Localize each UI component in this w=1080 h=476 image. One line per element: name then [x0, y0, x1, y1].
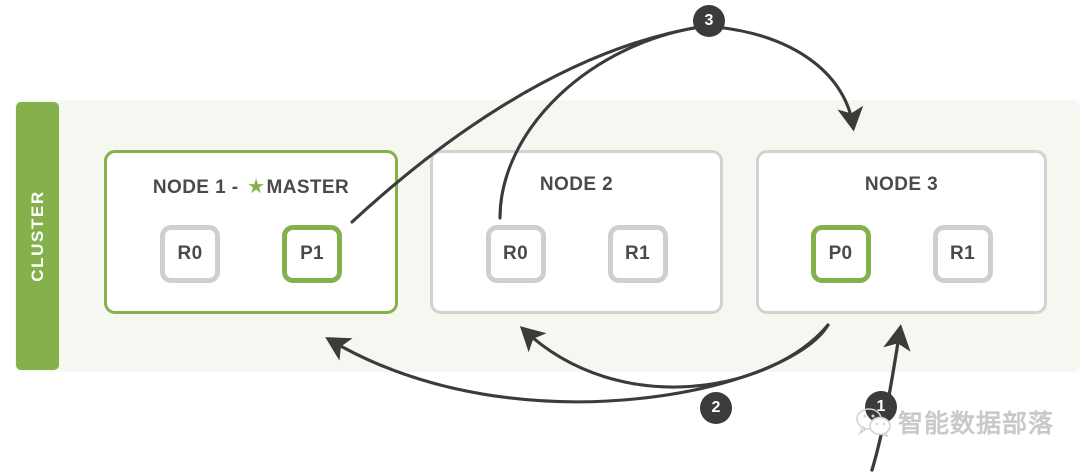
node-title-node-1: NODE 1 - ★MASTER — [107, 174, 395, 199]
watermark-text: 智能数据部落 — [898, 410, 1055, 438]
node-title-text-node-2: NODE 2 — [539, 174, 614, 195]
node-title-node-3: NODE 3 — [759, 174, 1044, 196]
node-title-node-2: NODE 2 — [433, 174, 720, 196]
arrow-step2-to-node1 — [325, 323, 830, 404]
arrow-step2-to-node2 — [519, 323, 830, 389]
shard-node-3-0[interactable]: P0 — [810, 225, 871, 283]
wechat-icon — [856, 408, 891, 437]
shard-node-3-1[interactable]: R1 — [932, 225, 993, 283]
shard-node-2-0[interactable]: R0 — [485, 225, 546, 283]
shard-node-1-1[interactable]: P1 — [282, 225, 342, 283]
step-badge-2[interactable]: 2 — [701, 393, 731, 423]
node-box-node-3[interactable]: NODE 3 P0 R1 — [756, 150, 1047, 314]
step-badge-3[interactable]: 3 — [694, 6, 724, 36]
arrow-step3-from-node1 — [350, 24, 708, 224]
shard-row-node-3: P0 R1 — [759, 225, 1044, 283]
watermark: 智能数据部落 — [856, 404, 1054, 440]
node-box-node-2[interactable]: NODE 2 R0 R1 — [430, 150, 723, 314]
shard-row-node-1: R0 P1 — [107, 225, 395, 283]
node-title-text-node-1: NODE 1 - — [152, 177, 245, 198]
arrow-step3-from-node2 — [498, 24, 708, 220]
cluster-side-bar — [16, 102, 59, 370]
master-label-node-1: MASTER — [266, 177, 350, 198]
shard-node-1-0[interactable]: R0 — [160, 225, 220, 283]
arrow-step3-to-node3 — [714, 25, 864, 132]
shard-node-2-1[interactable]: R1 — [607, 225, 668, 283]
shard-row-node-2: R0 R1 — [433, 225, 720, 283]
node-title-text-node-3: NODE 3 — [864, 174, 939, 195]
master-star-icon: ★ — [247, 176, 266, 198]
node-box-node-1[interactable]: NODE 1 - ★MASTER R0 P1 — [104, 150, 398, 314]
